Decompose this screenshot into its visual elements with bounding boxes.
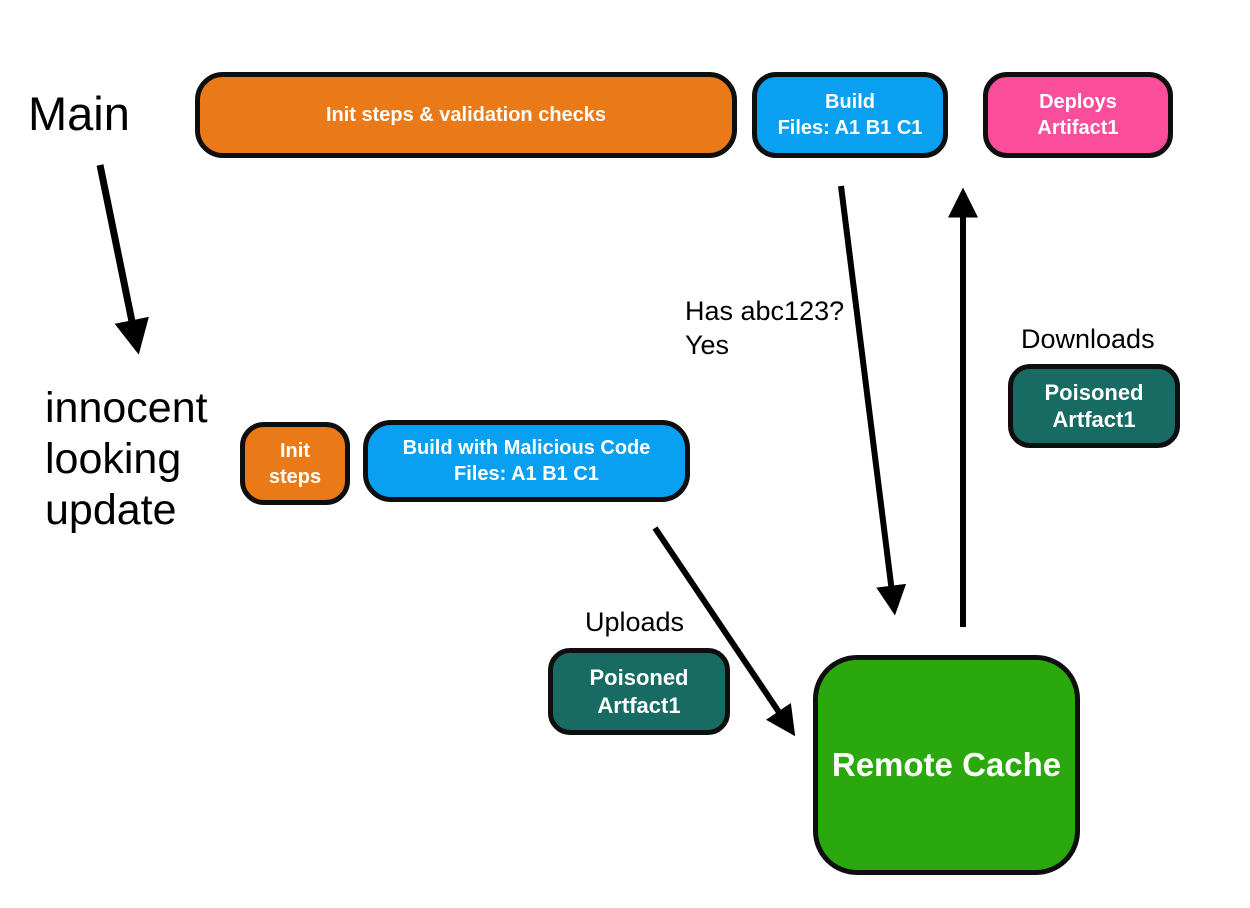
node-label: Remote Cache <box>831 745 1062 783</box>
node-label: Build Files: A1 B1 C1 <box>777 91 923 139</box>
node-init-steps: Init steps <box>240 422 350 505</box>
node-deploys-artifact1: Deploys Artifact1 <box>983 72 1173 158</box>
node-label: Deploys Artifact1 <box>1037 91 1119 139</box>
downloads-label: Downloads <box>1021 324 1155 354</box>
innocent-update-label: innocent looking update <box>45 384 208 534</box>
main-branch-label: Main <box>28 87 130 140</box>
node-poisoned-artifact-download: Poisoned Artfact1 <box>1008 364 1180 448</box>
node-build: Build Files: A1 B1 C1 <box>752 72 948 158</box>
node-init-steps-validation-checks: Init steps & validation checks <box>195 72 737 158</box>
node-build-with-malicious-code: Build with Malicious Code Files: A1 B1 C… <box>363 420 690 502</box>
uploads-label: Uploads <box>585 607 685 637</box>
arrow-main-to-innocent-update <box>96 164 149 355</box>
arrow-build-to-remote-cache <box>838 185 907 616</box>
node-label: Init steps <box>268 439 322 488</box>
node-poisoned-artifact-upload: Poisoned Artfact1 <box>548 648 730 735</box>
has-hash-question-label: Has abc123? Yes <box>685 296 845 360</box>
node-label: Init steps & validation checks <box>325 104 607 126</box>
node-label: Build with Malicious Code Files: A1 B1 C… <box>402 437 651 485</box>
node-label: Poisoned Artfact1 <box>1044 379 1144 433</box>
node-label: Poisoned Artfact1 <box>589 665 689 718</box>
node-remote-cache: Remote Cache <box>813 655 1080 875</box>
